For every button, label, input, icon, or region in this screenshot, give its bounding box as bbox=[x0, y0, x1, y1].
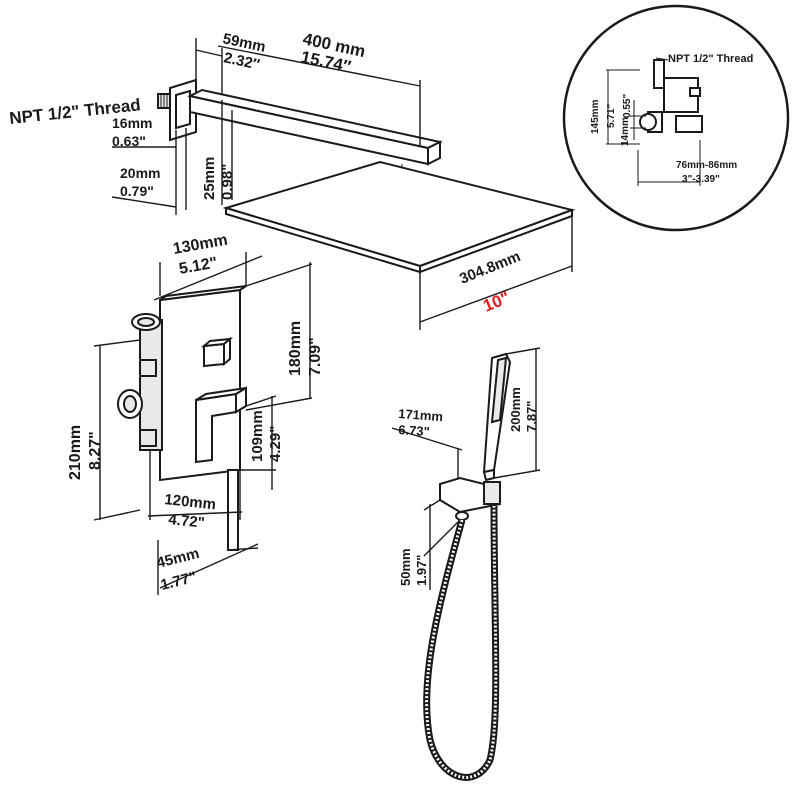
head-dimensions bbox=[419, 216, 573, 330]
shower-head bbox=[222, 160, 576, 268]
bracket-in: 1.97" bbox=[414, 555, 429, 586]
body-mm: 120mm bbox=[164, 491, 217, 513]
plate-height-in: 7.09" bbox=[307, 337, 324, 376]
inset-h14-mm: 14mm bbox=[620, 117, 631, 146]
handle-mm: 109mm bbox=[249, 410, 266, 462]
total-height-in: 8.27" bbox=[87, 431, 104, 470]
d25-mm: 25mm bbox=[201, 157, 218, 200]
hs-height-mm: 200mm bbox=[508, 387, 523, 432]
valve-stem bbox=[227, 469, 239, 551]
valve-assembly bbox=[117, 285, 247, 551]
inset-h14-in: 0.55" bbox=[622, 94, 633, 118]
handshower-assembly bbox=[423, 352, 512, 781]
inset-thread: NPT 1/2" Thread bbox=[668, 53, 753, 65]
shower-hose bbox=[423, 505, 500, 781]
total-height-mm: 210mm bbox=[67, 425, 84, 480]
bracket-mm: 50mm bbox=[398, 548, 413, 586]
d20-mm: 20mm bbox=[120, 165, 160, 181]
shower-arm bbox=[189, 94, 429, 166]
plate-height-mm: 180mm bbox=[287, 321, 304, 376]
inset-h145-in: 5.71" bbox=[606, 104, 617, 128]
handshower-dimensions bbox=[391, 347, 541, 590]
d16-mm: 16mm bbox=[112, 115, 152, 131]
valve-dimensions bbox=[93, 252, 313, 595]
hs-width-in: 6.73" bbox=[398, 422, 430, 439]
hs-height-in: 7.87" bbox=[524, 401, 539, 432]
d25-in: 0.98" bbox=[219, 164, 236, 200]
inset-h145-mm: 145mm bbox=[590, 99, 601, 134]
shower-arm-assembly bbox=[157, 78, 576, 274]
inset-detail bbox=[562, 4, 790, 232]
depth-mm: 45mm bbox=[155, 545, 201, 572]
plate-width-in: 5.12" bbox=[178, 254, 219, 277]
arm-dimensions bbox=[111, 38, 421, 215]
plate-width-mm: 130mm bbox=[172, 232, 229, 258]
diverter-knob bbox=[203, 342, 225, 368]
d16-in: 0.63" bbox=[112, 133, 146, 149]
head-width-in: 10" bbox=[480, 288, 512, 316]
hs-width-mm: 171mm bbox=[398, 406, 444, 424]
d20-in: 0.79" bbox=[120, 183, 154, 199]
inset-depth-mm: 76mm-86mm bbox=[676, 160, 737, 171]
depth-in: 1.77" bbox=[159, 569, 198, 594]
body-in: 4.72" bbox=[168, 511, 206, 532]
inset-depth-in: 3"-3.39" bbox=[682, 174, 720, 185]
handle-in: 4.29" bbox=[267, 426, 284, 462]
